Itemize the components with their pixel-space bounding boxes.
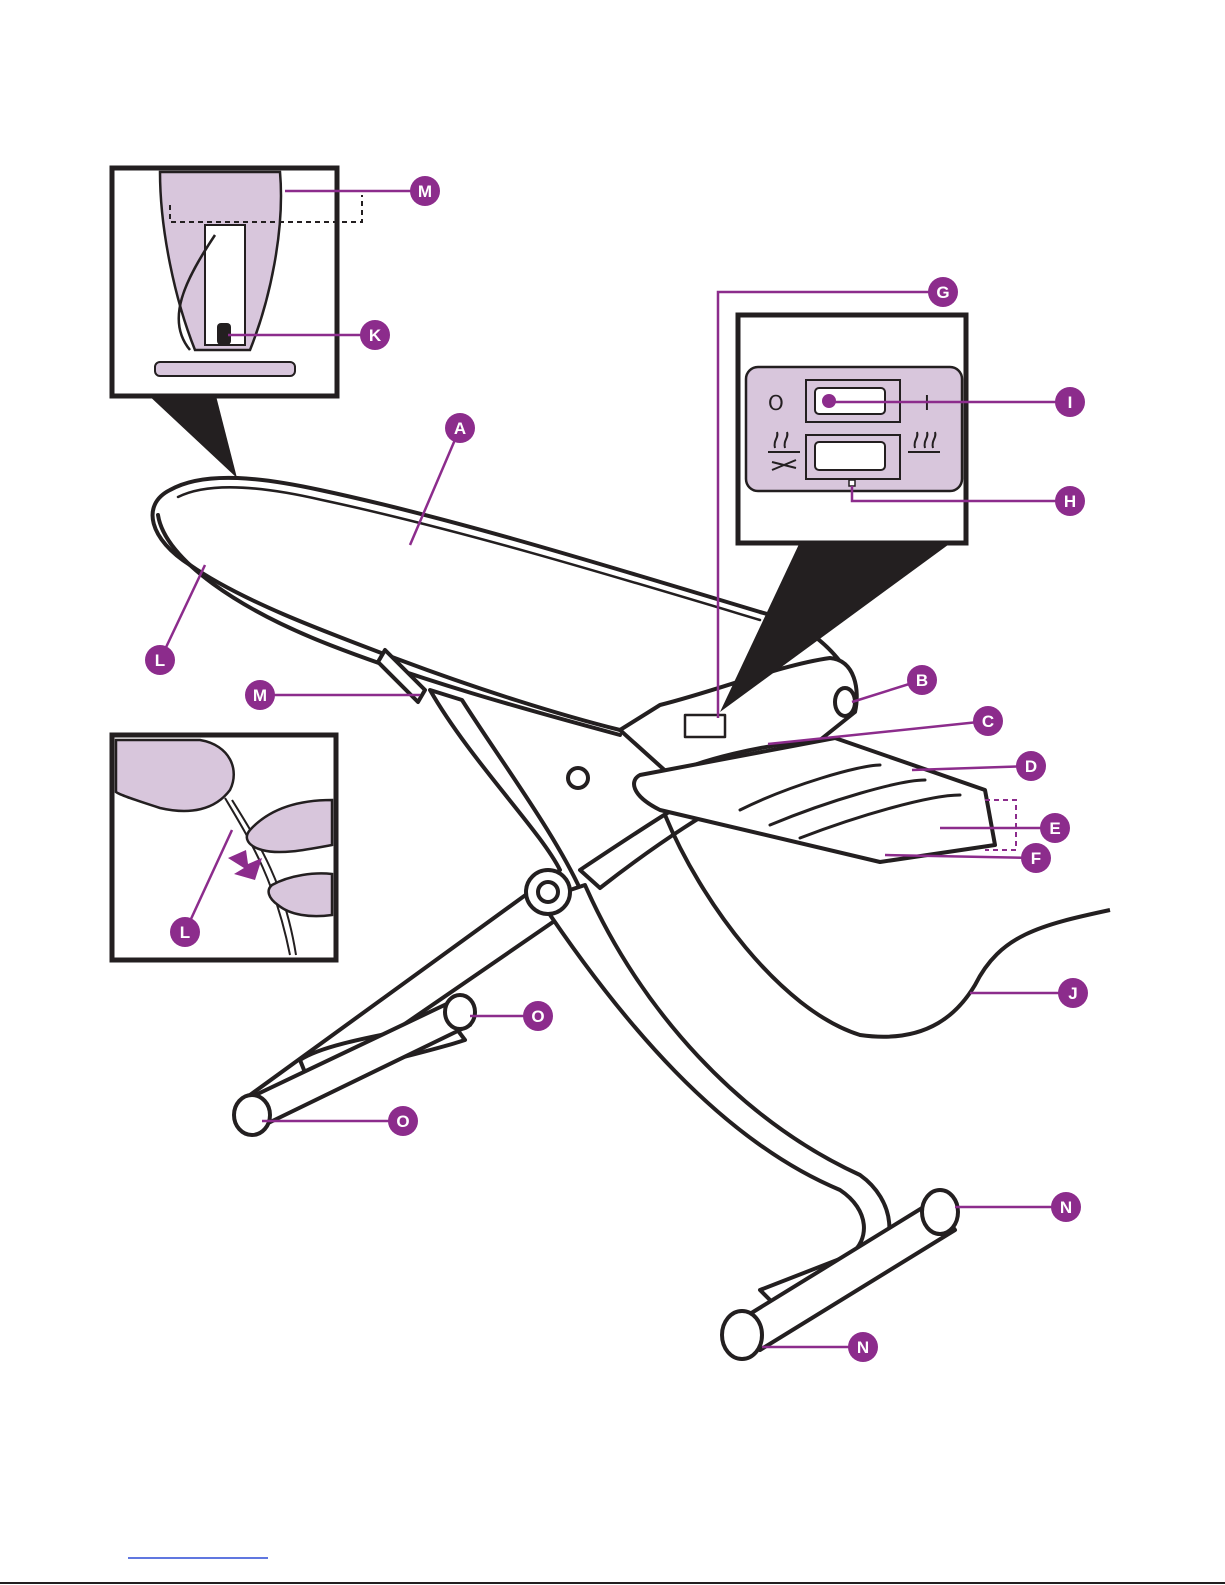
callout-m2: M xyxy=(245,680,275,710)
o-foot-cap-2 xyxy=(445,995,475,1029)
callout-letter: A xyxy=(454,419,466,438)
callout-letter: J xyxy=(1068,984,1077,1003)
rear-leg xyxy=(540,885,889,1305)
callout-letter: L xyxy=(180,923,190,942)
callout-letter: C xyxy=(982,712,994,731)
callout-n2: N xyxy=(848,1332,878,1362)
leg-hinge-inner xyxy=(538,882,558,902)
callout-b: B xyxy=(907,665,937,695)
leader-L1 xyxy=(160,565,205,660)
callout-letter: N xyxy=(1060,1198,1072,1217)
callout-d: D xyxy=(1016,751,1046,781)
callout-k: K xyxy=(360,320,390,350)
off-symbol: O xyxy=(768,391,784,415)
panel-face xyxy=(746,367,962,491)
callout-c: C xyxy=(973,706,1003,736)
callout-letter: E xyxy=(1049,819,1060,838)
callout-letter: M xyxy=(253,686,267,705)
callout-letter: F xyxy=(1031,849,1041,868)
callout-n1: N xyxy=(1051,1192,1081,1222)
n-foot-cap-2 xyxy=(922,1190,958,1234)
callout-a: A xyxy=(445,413,475,443)
callout-l1: L xyxy=(145,645,175,675)
panel-switches xyxy=(685,715,725,737)
inset-underside xyxy=(112,168,362,478)
o-foot-cap-1 xyxy=(234,1095,270,1135)
callout-letter: K xyxy=(369,326,382,345)
callout-h: H xyxy=(1055,486,1085,516)
callout-letter: B xyxy=(916,671,928,690)
callout-m1: M xyxy=(410,176,440,206)
callout-letter: O xyxy=(531,1007,544,1026)
callout-g: G xyxy=(928,277,958,307)
inset-pointer xyxy=(145,392,237,478)
inset-foot xyxy=(155,362,295,376)
inset-control-panel: O I xyxy=(720,315,966,712)
callout-j: J xyxy=(1058,978,1088,1008)
side-knob xyxy=(568,768,588,788)
leader-D xyxy=(912,766,1031,770)
callout-letter: I xyxy=(1068,393,1073,412)
callout-letter: H xyxy=(1064,492,1076,511)
callout-o2: O xyxy=(388,1106,418,1136)
callout-letter: L xyxy=(155,651,165,670)
n-foot-cap-1 xyxy=(722,1311,762,1359)
callout-letter: M xyxy=(418,182,432,201)
callout-letter: D xyxy=(1025,757,1037,776)
steam-indicator xyxy=(849,480,855,486)
callout-o1: O xyxy=(523,1001,553,1031)
inset-board-tip xyxy=(116,740,234,811)
callout-i: I xyxy=(1055,387,1085,417)
callout-f: F xyxy=(1021,843,1051,873)
callout-l2: L xyxy=(170,917,200,947)
callout-letter: G xyxy=(936,283,949,302)
callout-letter: N xyxy=(857,1338,869,1357)
callout-e: E xyxy=(1040,813,1070,843)
callout-letter: O xyxy=(396,1112,409,1131)
